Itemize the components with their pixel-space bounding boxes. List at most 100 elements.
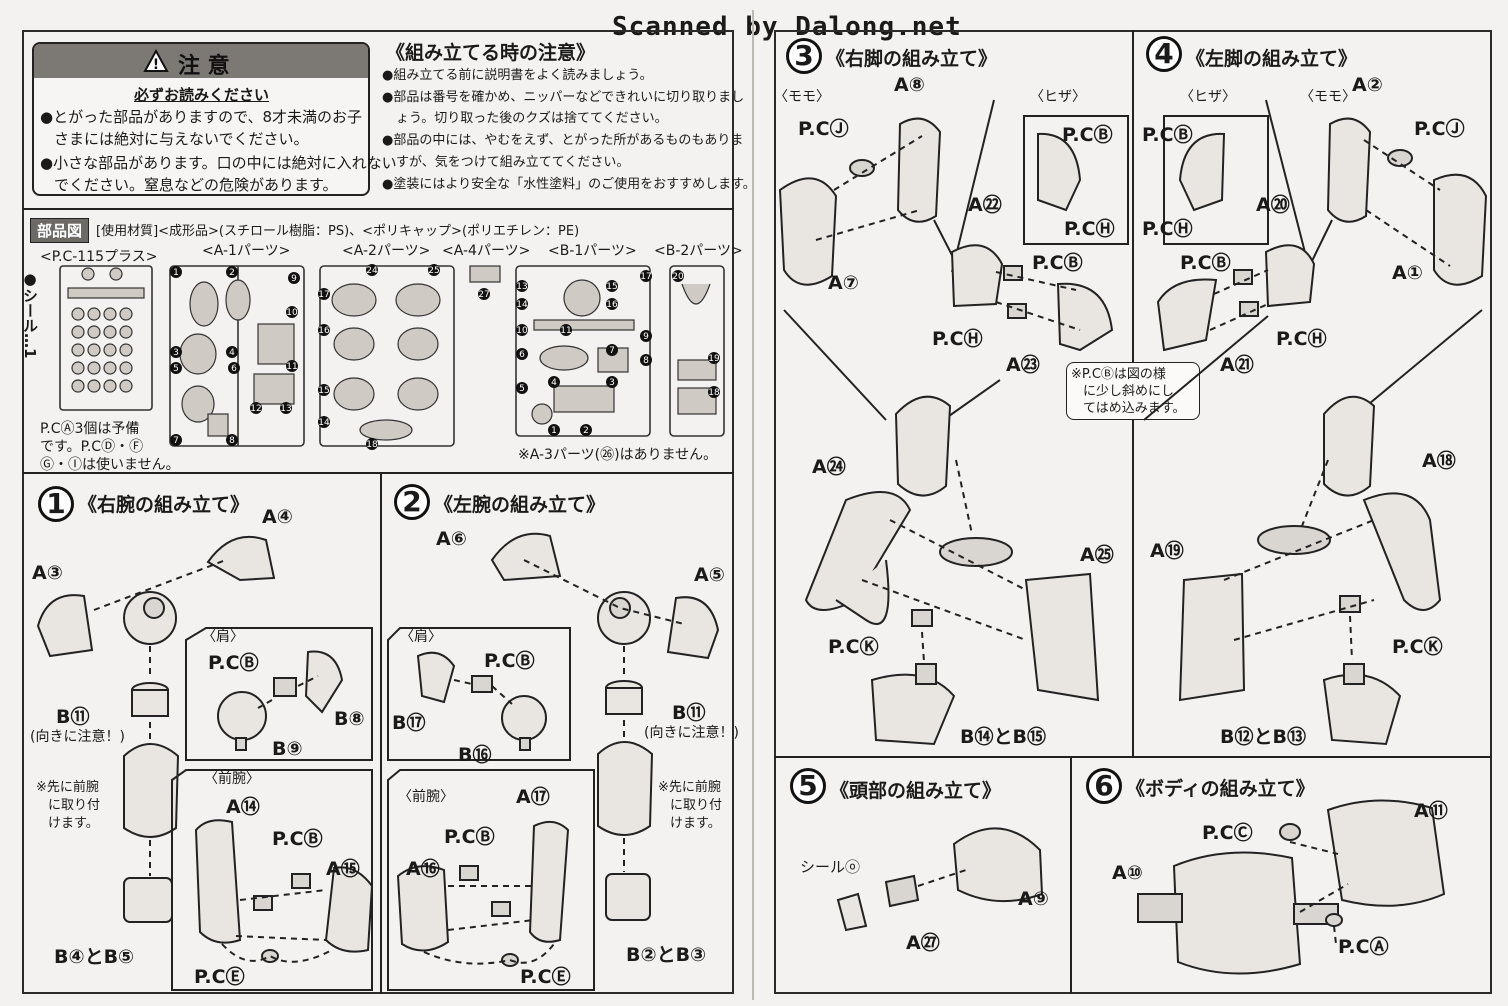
label: P.CⓀ xyxy=(1392,636,1443,658)
assembly-note-line: ●部品は番号を確かめ、ニッパーなどできれいに切り取りまし xyxy=(382,90,745,105)
a1-number: 7 xyxy=(173,436,179,446)
a1-number: 8 xyxy=(229,436,235,446)
step-title: 《頭部の組み立て》 xyxy=(830,780,1002,802)
sprue-a1 xyxy=(169,265,305,447)
label: A① xyxy=(1392,262,1423,284)
label: P.CⒿ xyxy=(1414,118,1465,140)
sprue-b1 xyxy=(515,265,651,437)
step-number: 5 xyxy=(790,768,826,804)
b1-number: 14 xyxy=(516,300,528,310)
a2-number: 25 xyxy=(428,266,439,276)
label: A⑮ xyxy=(326,858,360,880)
b2-number: 18 xyxy=(708,388,720,398)
warning-icon: ! xyxy=(143,48,169,73)
label: A㉒ xyxy=(968,194,1002,216)
divider xyxy=(22,472,734,474)
b2-number: 19 xyxy=(708,354,720,364)
assembly-note-line: ょう。切り取った後のクズは捨ててください。 xyxy=(396,111,668,126)
b1-number: 13 xyxy=(516,282,527,292)
frame-label-b2: <B-2パーツ> xyxy=(654,243,743,259)
a1-number: 12 xyxy=(250,404,261,414)
label: P.CⒽ xyxy=(932,328,983,350)
b1-number: 17 xyxy=(640,272,651,282)
a2-part-numbers: 24 25 17 16 15 14 18 xyxy=(318,264,440,450)
label: P.CⒷ xyxy=(1180,252,1231,274)
svg-text:!: ! xyxy=(153,57,159,73)
caution-must-read: 必ずお読みください xyxy=(134,86,270,104)
a1-number: 5 xyxy=(173,364,179,374)
label: (向きに注意！) xyxy=(30,729,125,745)
step1-diagram xyxy=(36,535,374,991)
step-title: 《右脚の組み立て》 xyxy=(826,48,998,70)
label: 〈前腕〉 xyxy=(204,771,260,787)
label: A⑩ xyxy=(1112,862,1143,884)
label: シールⓞ xyxy=(800,858,861,876)
sprue-a4: 27 xyxy=(469,265,501,300)
label: P.CⒷ xyxy=(1062,124,1113,146)
label: A㉗ xyxy=(906,932,940,954)
a1-number: 9 xyxy=(291,274,297,284)
step-title: 《左腕の組み立て》 xyxy=(434,494,606,516)
step4-diagram xyxy=(1143,99,1488,746)
pc-note: P.CⒶ3個は予備 xyxy=(40,421,140,437)
a2-number: 14 xyxy=(318,418,330,428)
sprue-b2 xyxy=(669,265,725,437)
step2-note: ※先に前腕 xyxy=(658,780,721,795)
page-fold xyxy=(752,10,754,1000)
polycap-sprue xyxy=(59,265,153,411)
caution-line: ●とがった部品がありますので、8才未満のお子 xyxy=(40,108,363,126)
label: B⑰ xyxy=(392,712,426,734)
label: A㉕ xyxy=(1080,544,1114,566)
label: 〈前腕〉 xyxy=(398,789,454,805)
step2-note: に取り付 xyxy=(670,798,723,813)
b2-number: 20 xyxy=(672,272,684,282)
a1-number: 2 xyxy=(229,268,235,278)
b1-number: 11 xyxy=(560,326,571,336)
label: P.CⒷ xyxy=(444,826,495,848)
label: P.CⒺ xyxy=(194,966,245,988)
label: A⑯ xyxy=(406,858,440,880)
label: B②とB③ xyxy=(626,944,707,966)
b1-number: 16 xyxy=(606,300,618,310)
step2-diagram xyxy=(387,532,720,991)
label: A⑲ xyxy=(1150,540,1184,562)
step-number: 2 xyxy=(394,484,430,520)
caution-line: さまには絶対に与えないでください。 xyxy=(54,130,309,148)
a1-number: 11 xyxy=(286,362,297,372)
label: B⑭とB⑮ xyxy=(960,726,1046,748)
a3-note: ※A-3パーツ(㉖)はありません。 xyxy=(518,447,718,463)
label: A⑱ xyxy=(1422,450,1456,472)
label: 〈肩〉 xyxy=(400,629,442,645)
parts-heading: 部品図 xyxy=(30,218,90,243)
step3-note: ※P.CⒷは図の様 xyxy=(1071,367,1166,382)
label: A⑭ xyxy=(226,796,260,818)
label: P.CⒷ xyxy=(1032,252,1083,274)
divider xyxy=(1070,756,1072,994)
label: (向きに注意！) xyxy=(644,725,739,741)
label: B④とB⑤ xyxy=(54,946,135,968)
b1-number: 5 xyxy=(519,384,525,394)
step-title: 《右腕の組み立て》 xyxy=(78,494,250,516)
label: P.CⓀ xyxy=(828,636,879,658)
divider xyxy=(774,756,1492,758)
b1-number: 7 xyxy=(609,346,615,356)
label: P.CⒺ xyxy=(520,966,571,988)
step1-note: ※先に前腕 xyxy=(36,780,99,795)
label: B⑧ xyxy=(334,708,365,730)
pc-note: です。P.CⒹ・Ⓕ xyxy=(40,439,144,455)
a4-number: 27 xyxy=(478,290,489,300)
assembly-note-line: ●塗装にはより安全な「水性塗料」のご使用をおすすめします。 xyxy=(382,177,756,192)
frame-label-a4: <A-4パーツ> xyxy=(442,243,531,259)
frame-label-a2: <A-2パーツ> xyxy=(342,243,431,259)
step3-note: てはめ込みます。 xyxy=(1083,401,1186,416)
watermark: Scanned by Dalong.net xyxy=(612,12,962,42)
assembly-note-line: ●組み立てる前に説明書をよく読みましょう。 xyxy=(382,68,653,83)
step-number: 3 xyxy=(786,38,822,74)
a1-number: 13 xyxy=(280,404,291,414)
label: A④ xyxy=(262,506,293,528)
seal-label: ●シール…1 xyxy=(21,270,39,359)
label: 〈モモ〉 xyxy=(774,89,830,105)
b1-number: 6 xyxy=(519,350,525,360)
a2-number: 16 xyxy=(318,326,330,336)
step-number: 1 xyxy=(38,486,74,522)
